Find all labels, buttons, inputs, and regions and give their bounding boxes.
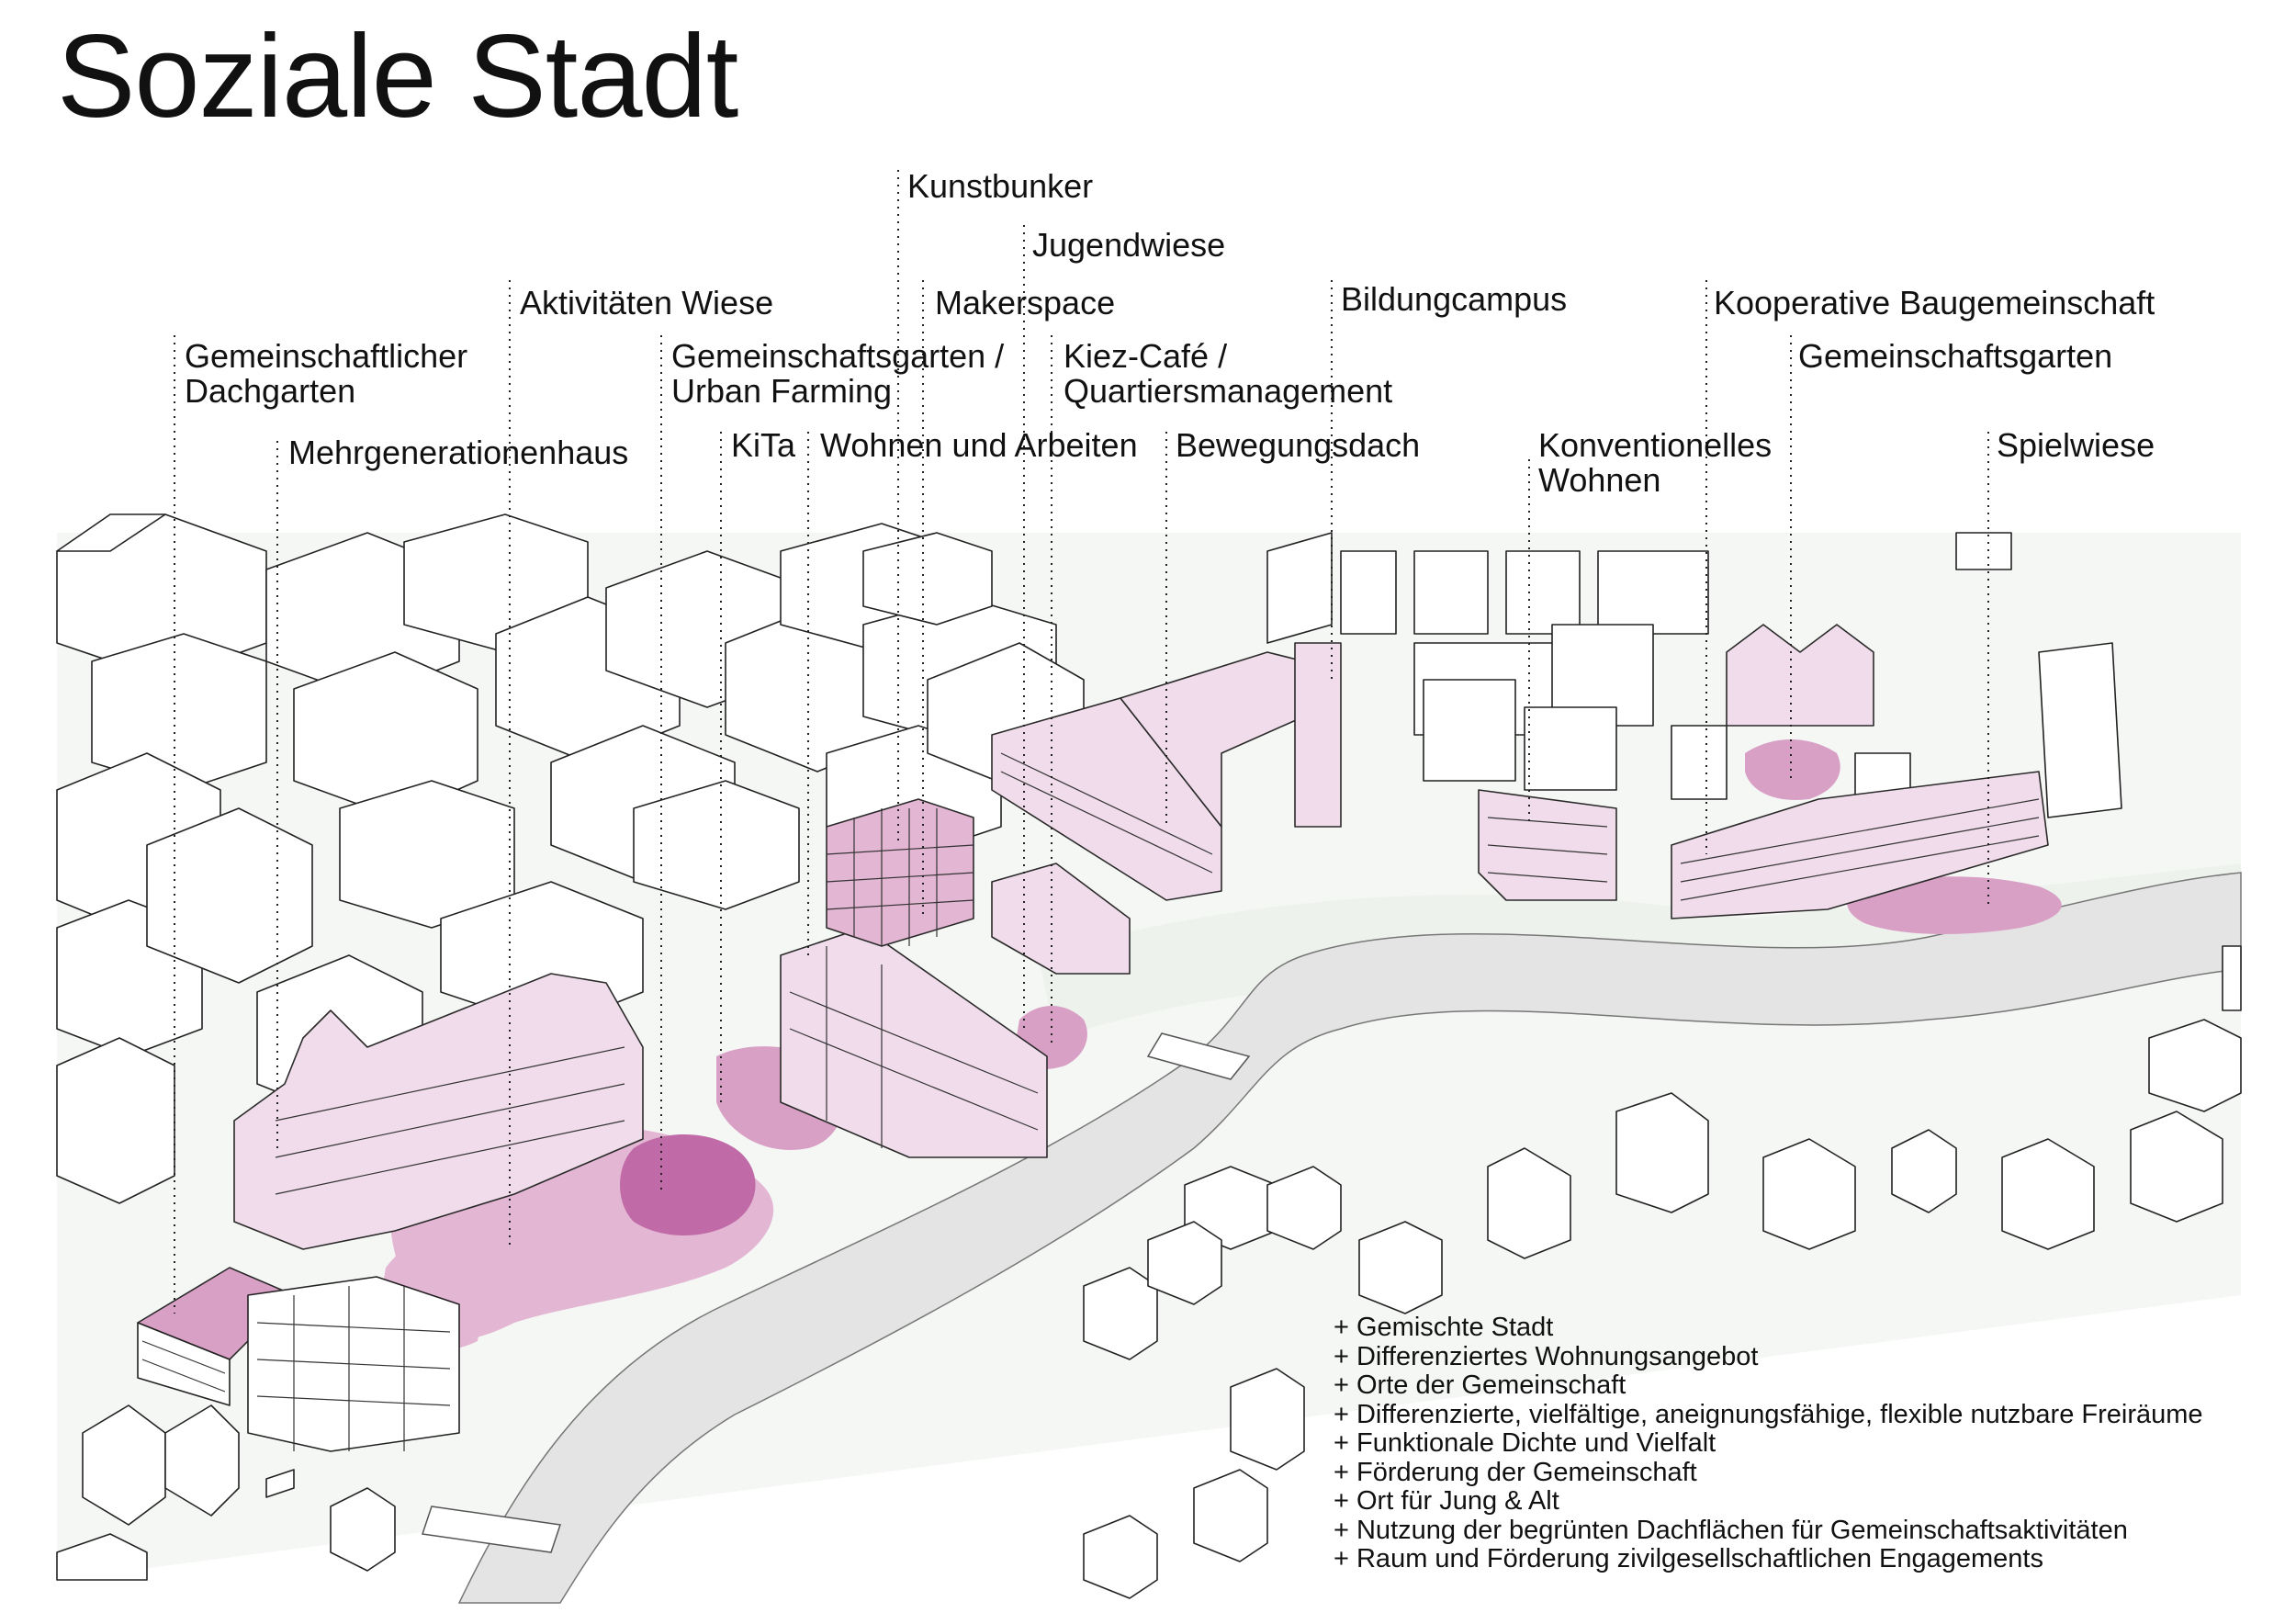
label-wohnen-und-arbeiten: Wohnen und Arbeiten — [820, 426, 1138, 464]
feature-item: + Ort für Jung & Alt — [1334, 1486, 1559, 1516]
feature-item: + Funktionale Dichte und Vielfalt — [1334, 1428, 1716, 1458]
label-makerspace: Makerspace — [935, 284, 1116, 321]
feature-item: + Differenziertes Wohnungsangebot — [1334, 1341, 1759, 1371]
page-title: Soziale Stadt — [57, 11, 738, 142]
label-gemeinschaftlicher-dachgarten: Gemeinschaftlicher Dachgarten — [185, 337, 468, 410]
label-bildungcampus: Bildungcampus — [1341, 280, 1568, 318]
feature-item: + Förderung der Gemeinschaft — [1334, 1457, 1697, 1487]
bridge — [422, 1506, 561, 1553]
label-bewegungsdach: Bewegungsdach — [1176, 426, 1421, 464]
gemeinschaftsgarten-area — [1745, 739, 1840, 800]
label-gemeinschaftsgarten-urban-farming: Gemeinschaftsgarten / Urban Farming — [671, 337, 1005, 410]
label-kooperative-baugemeinschaft: Kooperative Baugemeinschaft — [1714, 284, 2155, 321]
feature-item: + Differenzierte, vielfältige, aneignung… — [1334, 1399, 2203, 1429]
leader-lines — [174, 170, 1989, 1314]
feature-list: + Gemischte Stadt + Differenziertes Wohn… — [1334, 1313, 2270, 1574]
label-kiez-cafe-quartiersmanagement: Kiez-Café / Quartiersmanagement — [1064, 337, 1393, 410]
label-mehrgenerationenhaus: Mehrgenerationenhaus — [288, 434, 629, 471]
feature-item: + Gemischte Stadt — [1334, 1313, 1554, 1342]
label-gemeinschaftsgarten: Gemeinschaftsgarten — [1798, 337, 2113, 375]
label-konventionelles-wohnen: Konventionelles Wohnen — [1538, 426, 1773, 499]
label-jugendwiese: Jugendwiese — [1032, 226, 1226, 264]
feature-item: + Orte der Gemeinschaft — [1334, 1370, 1626, 1400]
gemeinschaftsgarten-urban-farming-area — [620, 1134, 756, 1235]
label-kita: KiTa — [731, 426, 796, 464]
label-spielwiese: Spielwiese — [1997, 426, 2155, 464]
spielwiese-area — [1847, 876, 2062, 934]
project-buildings — [137, 624, 2049, 1452]
label-kunstbunker: Kunstbunker — [907, 167, 1094, 205]
feature-item: + Raum und Förderung zivilgesellschaftli… — [1334, 1544, 2043, 1573]
bridge — [1146, 1032, 1251, 1080]
feature-item: + Nutzung der begrünten Dachflächen für … — [1334, 1515, 2128, 1545]
label-aktivitaeten-wiese: Aktivitäten Wiese — [520, 284, 774, 321]
river — [457, 872, 2242, 1604]
